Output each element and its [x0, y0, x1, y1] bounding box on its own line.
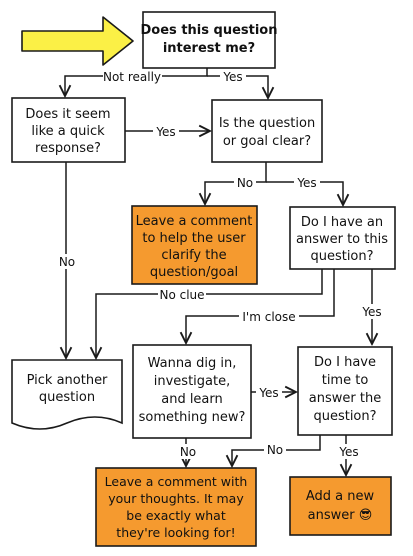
- node-clarify-line-4: question/goal: [150, 265, 238, 280]
- label-quick-no: No: [59, 255, 75, 269]
- edge-clear-to-answer: [266, 181, 343, 205]
- node-start-line-1: Does this question: [141, 23, 278, 38]
- node-clarify-line-3: clarify the: [161, 248, 226, 263]
- label-clear-no: No: [237, 176, 253, 190]
- node-clarify-line-1: Leave a comment: [136, 214, 253, 229]
- label-start-not-really: Not really: [103, 70, 161, 84]
- node-dig-line-4: something new?: [139, 410, 246, 425]
- label-quick-yes: Yes: [155, 125, 175, 139]
- node-time-line-1: Do I have: [314, 355, 376, 370]
- node-start-line-2: interest me?: [163, 41, 255, 56]
- node-have-time: Do I have time to answer the question?: [297, 346, 393, 436]
- node-start: Does this question interest me?: [141, 11, 278, 69]
- label-dig-no: No: [180, 445, 196, 459]
- node-answer-line-3: question?: [310, 249, 373, 264]
- node-pick-another: Pick another question: [11, 359, 123, 430]
- label-time-yes: Yes: [338, 445, 358, 459]
- node-add-answer: Add a new answer 😎: [289, 476, 392, 536]
- node-dig-in: Wanna dig in, investigate, and learn som…: [132, 344, 252, 439]
- node-quick-line-2: like a quick: [31, 124, 105, 139]
- nodes: Does this question interest me? Does it …: [11, 11, 396, 547]
- node-quick-line-3: response?: [35, 141, 101, 156]
- label-answer-no-clue: No clue: [159, 288, 204, 302]
- node-dig-line-1: Wanna dig in,: [148, 356, 237, 371]
- node-thoughts-line-2: your thoughts. It may: [108, 491, 244, 506]
- label-answer-im-close: I'm close: [242, 310, 295, 324]
- node-thoughts-line-3: be exactly what: [126, 508, 226, 523]
- node-clarify-line-2: to help the user: [142, 231, 246, 246]
- node-thoughts-line-4: they're looking for!: [116, 525, 235, 540]
- label-clear-yes: Yes: [296, 176, 316, 190]
- node-time-line-4: question?: [313, 409, 376, 424]
- label-time-no: No: [267, 443, 283, 457]
- edge-answer-to-pick: [96, 269, 323, 358]
- node-dig-line-3: and learn: [161, 392, 223, 407]
- node-leave-thoughts: Leave a comment with your thoughts. It m…: [95, 467, 257, 547]
- node-dig-line-2: investigate,: [154, 374, 230, 389]
- node-clear-line-2: or goal clear?: [223, 134, 311, 149]
- label-dig-yes: Yes: [258, 386, 278, 400]
- node-quick-line-1: Does it seem: [25, 107, 110, 122]
- node-add-line-2: answer 😎: [308, 508, 373, 523]
- node-add-line-1: Add a new: [306, 489, 375, 504]
- node-answer-line-1: Do I have an: [301, 215, 383, 230]
- node-answer-line-2: answer to this: [296, 232, 388, 247]
- label-answer-yes: Yes: [361, 305, 381, 319]
- node-pick-line-1: Pick another: [27, 373, 108, 388]
- label-start-yes: Yes: [222, 70, 242, 84]
- node-clarify-comment: Leave a comment to help the user clarify…: [131, 205, 258, 285]
- node-quick-response: Does it seem like a quick response?: [11, 97, 126, 163]
- node-thoughts-line-1: Leave a comment with: [105, 474, 248, 489]
- node-goal-clear: Is the question or goal clear?: [211, 99, 323, 163]
- node-have-answer: Do I have an answer to this question?: [289, 206, 396, 270]
- edge-labels: Not really Yes Yes No No Yes No clue I'm…: [56, 69, 385, 459]
- node-pick-line-2: question: [39, 390, 95, 405]
- node-time-line-2: time to: [322, 373, 369, 388]
- node-time-line-3: answer the: [309, 391, 381, 406]
- node-clear-line-1: Is the question: [219, 116, 315, 131]
- start-pointer-arrow-icon: [21, 16, 134, 66]
